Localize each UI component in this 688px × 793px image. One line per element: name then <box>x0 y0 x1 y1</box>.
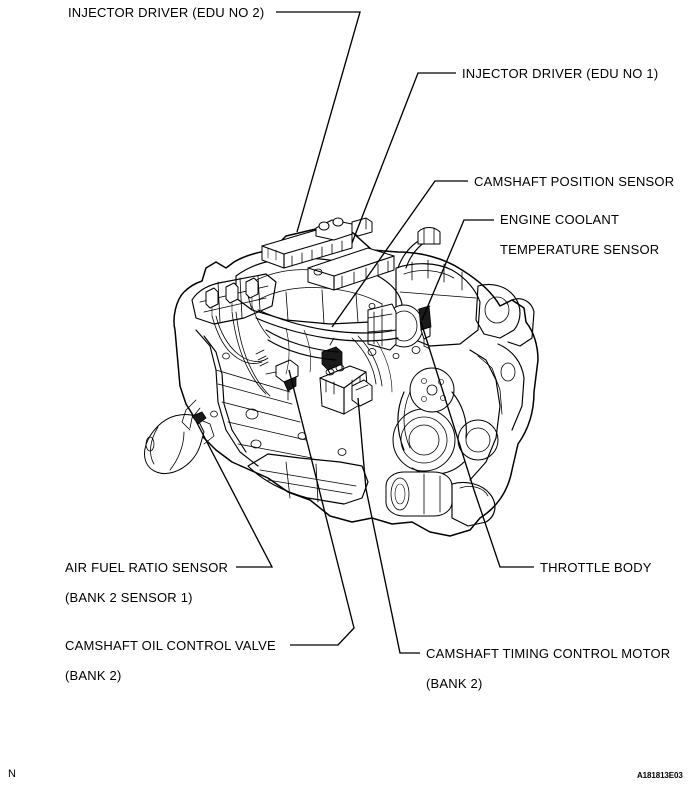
leader-camshaft-timing-control-motor <box>357 397 420 654</box>
leader-throttle-body <box>420 321 534 568</box>
injector-driver-1-module <box>307 247 395 291</box>
callout-air-fuel-ratio-sensor: AIR FUEL RATIO SENSOR (BANK 2 SENSOR 1) <box>65 560 228 605</box>
callout-throttle-body: THROTTLE BODY <box>540 560 652 575</box>
callout-label-text: INJECTOR DRIVER (EDU NO 2) <box>68 5 265 20</box>
callout-injector-driver-edu-2: INJECTOR DRIVER (EDU NO 2) <box>68 5 264 20</box>
callout-label-text: CAMSHAFT OIL CONTROL VALVE <box>65 638 276 653</box>
callout-label-text: AIR FUEL RATIO SENSOR <box>65 560 229 575</box>
callout-label-text: INJECTOR DRIVER (EDU NO 1) <box>462 66 659 81</box>
callout-label-subtext: (BANK 2) <box>65 668 122 683</box>
timing-pulley-area <box>392 367 499 475</box>
engine-body <box>144 217 539 537</box>
leader-air-fuel-ratio-sensor <box>195 420 274 568</box>
page-corner-mark: N <box>8 768 16 780</box>
leader-camshaft-position-sensor <box>331 180 468 328</box>
callout-injector-driver-edu-1: INJECTOR DRIVER (EDU NO 1) <box>462 66 658 81</box>
figure-code: A181813E03 <box>637 771 683 780</box>
camshaft-timing-control-motor-part <box>351 379 373 407</box>
leader-engine-coolant-temperature-sensor <box>421 219 494 321</box>
callout-label-subtext: (BANK 2 SENSOR 1) <box>65 590 193 605</box>
callout-label-subtext: TEMPERATURE SENSOR <box>500 242 660 257</box>
leader-camshaft-oil-control-valve <box>288 369 355 646</box>
callout-label-text: THROTTLE BODY <box>540 560 652 575</box>
callout-engine-coolant-temperature-sensor: ENGINE COOLANT TEMPERATURE SENSOR <box>500 212 659 257</box>
callout-label-text: ENGINE COOLANT <box>500 212 620 227</box>
leader-injector-driver-edu-2 <box>276 11 361 233</box>
callout-label-subtext: (BANK 2) <box>426 676 483 691</box>
leader-injector-driver-edu-1 <box>351 72 456 244</box>
callout-label-text: CAMSHAFT POSITION SENSOR <box>474 174 675 189</box>
callout-label-text: CAMSHAFT TIMING CONTROL MOTOR <box>426 646 671 661</box>
callout-camshaft-position-sensor: CAMSHAFT POSITION SENSOR <box>474 174 674 189</box>
callout-camshaft-timing-control-motor: CAMSHAFT TIMING CONTROL MOTOR (BANK 2) <box>426 646 670 691</box>
ignition-coils <box>205 277 259 317</box>
throttle-body-part <box>367 303 431 356</box>
callout-camshaft-oil-control-valve: CAMSHAFT OIL CONTROL VALVE (BANK 2) <box>65 638 276 683</box>
